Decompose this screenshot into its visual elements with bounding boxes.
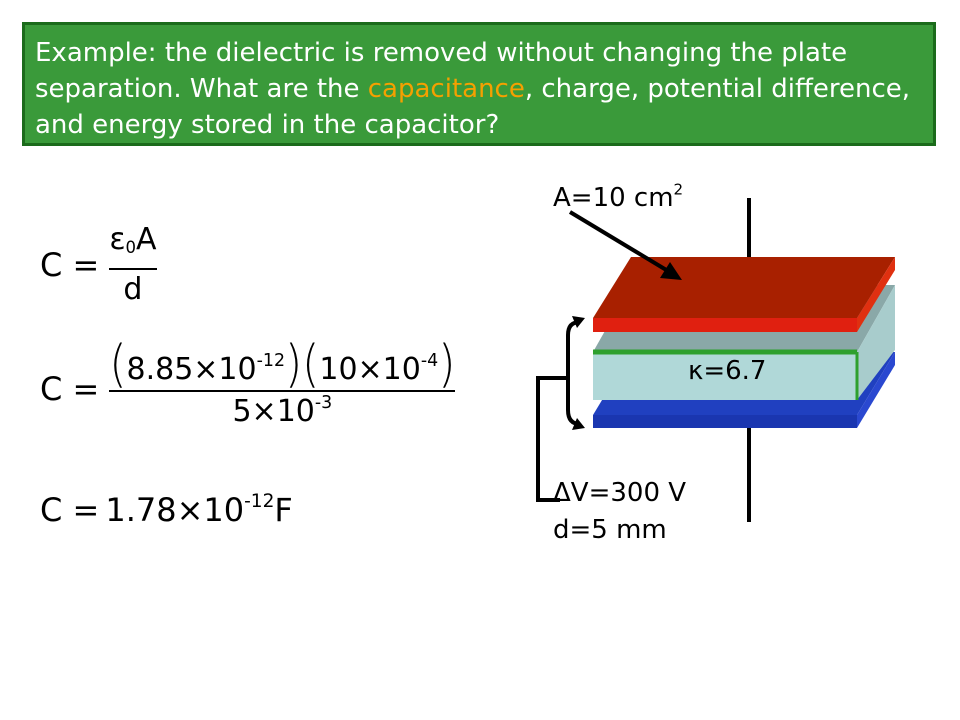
- eq2-term1-exponent: -12: [256, 350, 286, 371]
- eq2-fraction: (8.85×10-12)(10×10-4) 5×10-3: [109, 335, 456, 432]
- area-symbol: A: [136, 222, 157, 257]
- epsilon-symbol: ε: [109, 222, 126, 257]
- eq3-lhs: C =: [40, 491, 100, 529]
- question-highlight: capacitance: [367, 74, 525, 104]
- voltage-leader-line: [536, 376, 568, 502]
- fraction-bar: [109, 268, 157, 271]
- top-plate: [593, 257, 895, 332]
- eq1-denominator: d: [123, 272, 143, 308]
- eq2-term2-exponent: -4: [420, 350, 439, 371]
- bracket-arrow-bottom: [572, 418, 585, 430]
- eq3-mantissa: 1.78×10: [105, 491, 245, 529]
- eq1-lhs: C =: [40, 246, 100, 285]
- eq1-fraction: ε0A d: [109, 220, 157, 310]
- eq2-term1-mantissa: 8.85×10: [126, 352, 257, 387]
- distance-label: d=5 mm: [553, 515, 667, 545]
- eq2-lhs: C =: [40, 369, 100, 408]
- equation-capacitance-result: C = 1.78×10-12F: [40, 490, 293, 530]
- eq2-den-mantissa: 5×10: [232, 394, 315, 429]
- question-banner: Example: the dielectric is removed witho…: [22, 22, 936, 146]
- area-arrow-head: [660, 262, 682, 280]
- fraction-bar: [109, 390, 456, 392]
- kappa-label: κ=6.7: [688, 356, 767, 386]
- eq3-exponent: -12: [244, 491, 275, 513]
- equation-capacitance-formula: C = ε0A d: [40, 220, 157, 310]
- eq3-unit: F: [274, 491, 293, 529]
- area-arrow-line: [568, 210, 670, 273]
- eq2-denominator: 5×10-3: [232, 392, 332, 432]
- question-text-part2: , charge, potential difference, and ener…: [35, 74, 911, 140]
- eq2-numerator: (8.85×10-12)(10×10-4): [109, 335, 456, 394]
- area-label: A=10 cm2: [553, 180, 684, 213]
- equation-capacitance-substituted: C = (8.85×10-12)(10×10-4) 5×10-3: [40, 335, 456, 432]
- eq1-numerator: ε0A: [109, 220, 156, 268]
- voltage-bracket: [566, 320, 581, 426]
- bracket-arrow-top: [572, 316, 585, 328]
- eq2-term2-mantissa: 10×10: [319, 352, 421, 387]
- eq3-value: 1.78×10-12F: [105, 490, 292, 530]
- epsilon-subscript: 0: [125, 238, 137, 258]
- area-label-exponent: 2: [673, 180, 684, 199]
- question-text-part1: Example: the dielectric is removed witho…: [35, 38, 848, 104]
- voltage-label: ΔV=300 V: [553, 478, 687, 508]
- eq2-den-exponent: -3: [314, 392, 333, 413]
- area-label-text: A=10 cm: [553, 183, 674, 213]
